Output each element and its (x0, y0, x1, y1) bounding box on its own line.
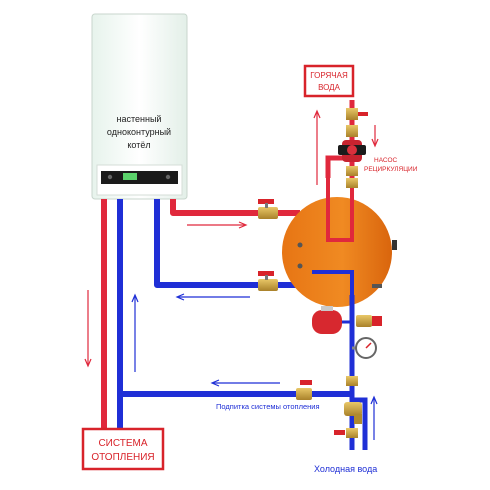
pump-label: НАСОС РЕЦИРКУЛЯЦИИ (364, 157, 418, 173)
arrow-left-icon (175, 293, 250, 301)
brass-fitting (346, 108, 358, 120)
flow-arrows (84, 109, 379, 440)
valve-stem (265, 203, 268, 208)
coil-supply-valve[interactable] (258, 199, 278, 219)
cold-line-fittings (334, 376, 362, 438)
pump-label-line-2: РЕЦИРКУЛЯЦИИ (364, 166, 418, 173)
tank-side-fitting (392, 240, 397, 250)
brass-fitting (346, 428, 358, 438)
tank-body (282, 197, 392, 307)
tank-internal-cold-pipe (312, 270, 354, 295)
boiler-display-screen (123, 173, 137, 180)
heating-pipes (101, 199, 352, 430)
arrow-up-icon (313, 109, 321, 185)
coil-return-valve[interactable] (258, 271, 278, 291)
brass-fitting (346, 178, 358, 188)
hot-water-label-line-1: ГОРЯЧАЯ (310, 71, 348, 80)
arrow-down-icon (371, 125, 379, 148)
cold-water-label: Холодная вода (314, 464, 377, 474)
boiler-display (101, 171, 178, 184)
heating-system-label-box (81, 427, 165, 471)
expansion-tank-body (312, 310, 342, 334)
coil-return-pipe (154, 199, 300, 288)
expansion-tank (312, 306, 352, 334)
boiler-label-line-3: котёл (127, 140, 150, 150)
arrow-down-icon (84, 290, 92, 368)
arrow-up-icon (131, 293, 139, 372)
coil-supply-pipe (170, 199, 300, 216)
valve-handle-icon (258, 199, 274, 204)
tank-inlet-dot (297, 242, 303, 248)
brass-fitting (346, 166, 358, 176)
tank-internal-hot-pipe (326, 188, 354, 242)
valve-handle-icon (358, 112, 368, 116)
boiler-knob-icon (165, 174, 171, 180)
hot-water-label: ГОРЯЧАЯ ВОДА (303, 64, 355, 98)
hot-water-tank (282, 178, 397, 307)
valve-handle-icon (334, 430, 345, 435)
boiler-label-line-1: настенный (117, 114, 162, 124)
valve-body (258, 279, 278, 291)
tank-inlet-dot (297, 263, 303, 269)
boiler-label-line-2: одноконтурный (107, 127, 171, 137)
valve-body (258, 207, 278, 219)
heating-system-label-line-2: ОТОПЛЕНИЯ (91, 452, 154, 463)
hot-water-label-line-2: ВОДА (318, 83, 341, 92)
pump-label-line-1: НАСОС (374, 157, 397, 164)
arrow-right-icon (187, 221, 248, 229)
heating-system-label: СИСТЕМА ОТОПЛЕНИЯ (81, 427, 165, 471)
boiler-knob-icon (107, 174, 113, 180)
makeup-valve[interactable] (296, 380, 312, 400)
brass-fitting (346, 376, 358, 386)
gauge-needle (365, 342, 372, 349)
boiler: настенный одноконтурный котёл (91, 13, 188, 200)
filter-icon (354, 414, 362, 424)
heating-system-label-line-1: СИСТЕМА (98, 438, 147, 449)
safety-valve-body (356, 315, 372, 327)
arrow-up-icon (370, 395, 378, 440)
makeup-label: Подпитка системы отопления (216, 402, 320, 411)
valve-body (296, 388, 312, 400)
pump-motor-icon (347, 145, 357, 155)
recirculation-pump (338, 140, 366, 162)
valve-handle-icon (258, 271, 274, 276)
arrow-left-icon (210, 379, 280, 387)
expansion-tank-cap (321, 306, 333, 311)
tank-side-stub (372, 284, 382, 288)
pressure-gauge (352, 337, 377, 359)
filter-body (344, 402, 362, 416)
hot-outlet-fittings (346, 108, 368, 188)
brass-fitting (346, 125, 358, 137)
valve-stem (265, 275, 268, 280)
safety-valve-cap (372, 316, 382, 326)
hot-water-label-box (303, 64, 355, 98)
cold-side-pipe (352, 397, 368, 450)
boiler-body (91, 13, 188, 200)
valve-handle-icon (300, 380, 312, 385)
safety-valve (356, 315, 382, 327)
